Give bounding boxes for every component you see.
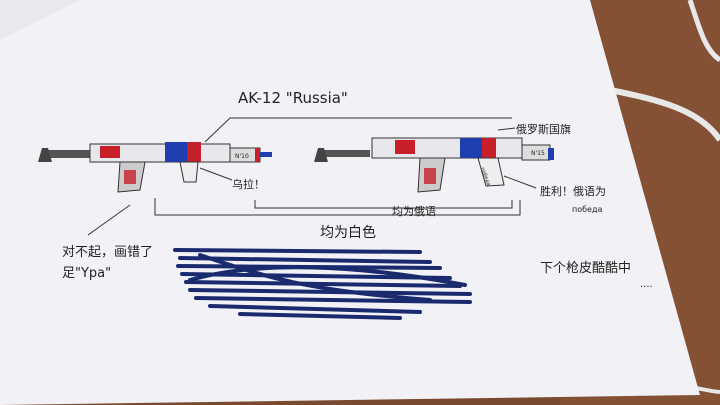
right-mag-red	[424, 168, 436, 184]
paper-shadow	[0, 0, 80, 40]
right-stock	[320, 150, 370, 157]
blue-scribble	[173, 248, 472, 320]
left-rifle-drawing: N'10	[38, 142, 272, 193]
callout-lines	[87, 117, 537, 236]
right-red-patch	[395, 140, 415, 154]
left-mag-red	[124, 170, 136, 184]
left-blue-patch	[165, 142, 187, 162]
left-note-line2: 足"Ypa"	[62, 266, 111, 281]
right-blue-patch	[460, 138, 482, 158]
left-muzzle-red	[255, 148, 260, 162]
left-red-patch	[100, 146, 120, 158]
left-muzzle-blue	[260, 152, 272, 157]
right-muzzle-blue	[548, 148, 554, 160]
left-butt	[38, 148, 52, 162]
camera-logo-dot	[20, 364, 27, 371]
right-receiver	[371, 137, 523, 159]
left-grip	[179, 161, 199, 183]
right-butt	[314, 148, 328, 162]
right-grip	[477, 157, 505, 187]
right-note: 下个枪皮酷酷中	[540, 260, 631, 276]
right-rifle-drawing: N'15 победа	[314, 137, 554, 193]
camera-logo-dot	[29, 373, 36, 380]
left-red-band	[187, 142, 201, 162]
watermark-camera: AI QUAD CAMERA	[44, 377, 138, 388]
right-callout: 胜利！俄语为	[540, 184, 606, 198]
bracket-label-white: 均为白色	[320, 224, 376, 241]
right-note-dots: ····	[640, 282, 653, 293]
russian-word: победа	[572, 205, 603, 214]
white-cable-top	[687, 0, 720, 63]
left-stock	[42, 150, 92, 158]
right-stock-label: N'15	[531, 150, 545, 157]
watermark-model: REDMI K30 5G	[44, 365, 119, 376]
right-red-band	[482, 138, 496, 158]
camera-logo-dot	[29, 364, 36, 371]
paper-sheet	[0, 0, 700, 405]
left-stock-label: N'10	[235, 153, 249, 160]
camera-logo-dot	[20, 373, 27, 380]
right-top-callout: 俄罗斯国旗	[516, 122, 571, 136]
white-cable	[609, 87, 720, 142]
bracket-label-russian: 均为俄语	[392, 205, 436, 218]
left-callout: 乌拉！	[232, 177, 265, 191]
left-note-line1: 对不起，画错了	[62, 245, 153, 260]
drawing-title: AK-12 "Russia"	[238, 89, 348, 107]
